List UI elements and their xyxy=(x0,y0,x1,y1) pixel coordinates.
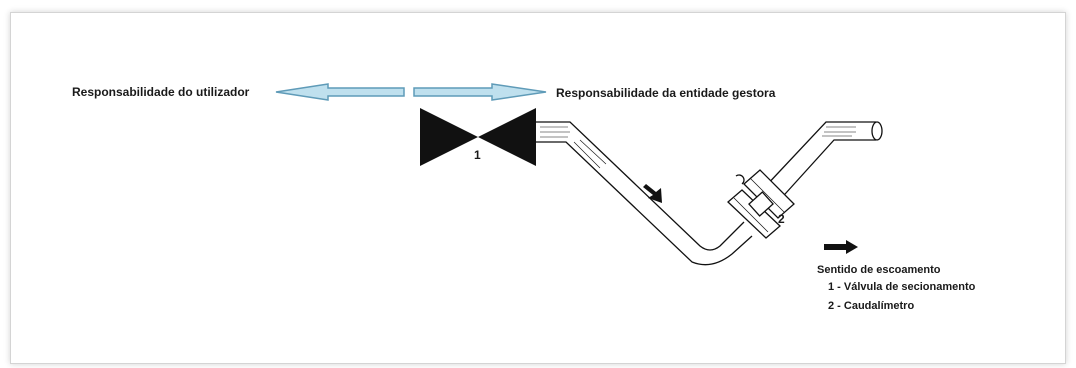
user-responsibility-label: Responsabilidade do utilizador xyxy=(72,85,250,99)
pipe-flow-arrow-icon xyxy=(643,184,662,203)
meter-number: 2 xyxy=(778,212,785,226)
diagram-frame xyxy=(10,12,1066,364)
meter-icon xyxy=(727,169,795,239)
legend-flow-arrow-icon xyxy=(824,240,858,254)
valve-icon xyxy=(420,108,536,166)
left-arrow-icon xyxy=(275,83,405,101)
legend-item-1: 1 - Válvula de secionamento xyxy=(828,281,976,293)
legend-item-2: 2 - Caudalímetro xyxy=(828,300,915,312)
legend-flow-direction: Sentido de escoamento xyxy=(817,264,941,276)
pipe-icon xyxy=(536,121,883,266)
valve-number: 1 xyxy=(474,148,481,162)
entity-responsibility-label: Responsabilidade da entidade gestora xyxy=(556,86,776,100)
right-arrow-icon xyxy=(413,83,547,101)
